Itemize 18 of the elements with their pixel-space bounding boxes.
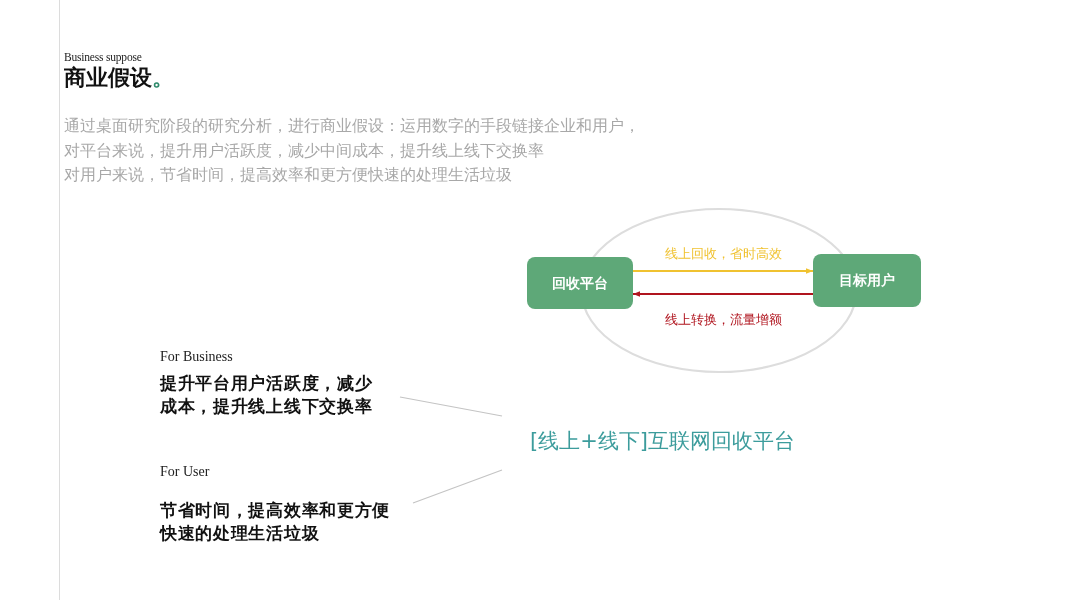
intro-text: 对用户来说，节省时间，提高效率和更方便快速的处理生活垃圾 — [64, 166, 512, 186]
callout-text: 提升平台用户活跃度，减少成本，提升线上线下交换率 — [160, 372, 374, 419]
callout-heading: For User — [160, 463, 210, 481]
intro-text: 通过桌面研究阶段的研究分析，进行商业假设：运用数字的手段链接企业和用户， — [64, 117, 640, 137]
arrow — [632, 268, 814, 274]
platform-label: [线上+线下]互联网回收平台 — [530, 429, 795, 455]
intro-text: 对平台来说，提升用户活跃度，减少中间成本，提升线上线下交换率 — [64, 141, 544, 161]
leader-line — [412, 469, 503, 504]
process-box — [527, 257, 633, 309]
page-title: 商业假设。 — [64, 65, 174, 92]
section-label: Business suppose — [64, 50, 142, 65]
leader-line — [399, 396, 503, 417]
arrow — [632, 291, 814, 297]
callout-text: 节省时间，提高效率和更方便快速的处理生活垃圾 — [160, 499, 392, 546]
box-label: 回收平台 — [552, 274, 608, 292]
process-box — [813, 254, 921, 307]
box-label: 目标用户 — [839, 272, 895, 289]
callout-heading: For Business — [160, 348, 233, 366]
